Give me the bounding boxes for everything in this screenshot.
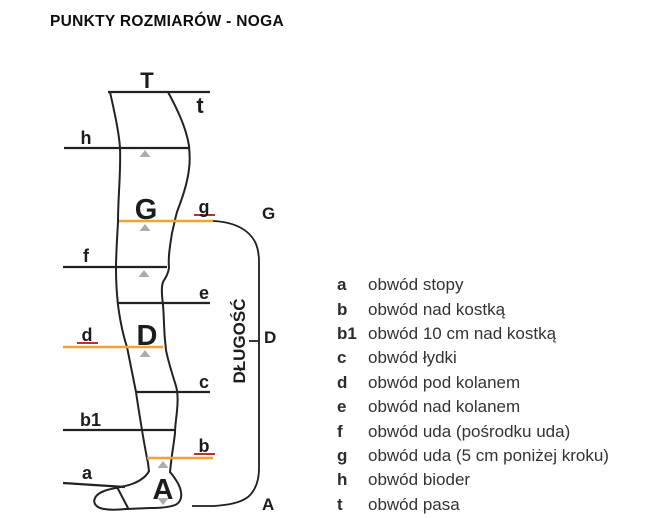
label-T: T	[140, 68, 154, 93]
legend-row-f: f obwód uda (pośrodku uda)	[337, 419, 609, 443]
bracket-label-D: D	[264, 328, 276, 347]
legend-label: obwód łydki	[368, 348, 457, 368]
legend-label: obwód pod kolanem	[368, 372, 521, 392]
bracket-label-G: G	[262, 204, 275, 223]
label-d: d	[82, 325, 93, 345]
label-b1: b1	[80, 410, 101, 430]
legend-label: obwód bioder	[368, 470, 471, 490]
legend-key: g	[337, 445, 348, 465]
label-h: h	[81, 128, 92, 148]
legend-row-b: b obwód nad kostką	[337, 297, 609, 321]
legend-key: f	[337, 421, 343, 441]
legend-key: a	[337, 275, 347, 295]
label-e: e	[199, 283, 209, 303]
leg-outline-left	[109, 91, 150, 472]
marker-triangle-g	[139, 224, 151, 231]
legend-key: b	[337, 299, 348, 319]
leg-outline-right	[160, 91, 191, 473]
legend-key: t	[337, 494, 343, 514]
bracket-label-A: A	[262, 495, 274, 514]
length-bracket	[192, 220, 260, 507]
legend-key: d	[337, 372, 348, 392]
legend-key: c	[337, 348, 347, 368]
legend-label: obwód nad kolanem	[368, 397, 521, 417]
label-a: a	[82, 463, 93, 483]
legend-row-a: a obwód stopy	[337, 273, 609, 297]
legend-key: b1	[337, 323, 357, 343]
length-label: DŁUGOŚĆ	[230, 299, 249, 384]
marker-triangle-d	[139, 350, 151, 357]
label-f: f	[83, 246, 90, 266]
label-A-big: A	[153, 474, 174, 506]
marker-triangle-b	[157, 461, 169, 468]
page-title: PUNKTY ROZMIARÓW - NOGA	[50, 13, 284, 30]
legend-row-t: t obwód pasa	[337, 493, 609, 517]
legend-row-d: d obwód pod kolanem	[337, 371, 609, 395]
label-G-big: G	[135, 194, 158, 226]
legend-label: obwód uda (5 cm poniżej kroku)	[368, 445, 609, 465]
toe-cap-line	[116, 486, 129, 509]
measurement-legend: a obwód stopy b obwód nad kostką b1 obwó…	[337, 273, 609, 517]
legend-row-g: g obwód uda (5 cm poniżej kroku)	[337, 444, 609, 468]
legend-key: e	[337, 397, 347, 417]
legend-row-b1: b1 obwód 10 cm nad kostką	[337, 322, 609, 346]
label-D-big: D	[137, 320, 158, 352]
legend-row-c: c obwód łydki	[337, 346, 609, 370]
marker-triangle-h	[139, 150, 151, 157]
legend-label: obwód uda (pośrodku uda)	[368, 421, 571, 441]
label-b: b	[199, 436, 210, 456]
label-c: c	[199, 372, 209, 392]
legend-key: h	[337, 470, 348, 490]
legend-row-h: h obwód bioder	[337, 468, 609, 492]
label-t: t	[196, 93, 204, 118]
legend-label: obwód nad kostką	[368, 299, 506, 319]
marker-triangle-A	[157, 498, 169, 505]
label-g: g	[199, 197, 210, 217]
legend-row-e: e obwód nad kolanem	[337, 395, 609, 419]
measurement-line-a	[62, 481, 126, 489]
marker-triangle-f	[138, 270, 150, 277]
legend-label: obwód 10 cm nad kostką	[368, 323, 557, 343]
legend-label: obwód pasa	[368, 494, 460, 514]
legend-label: obwód stopy	[368, 275, 464, 295]
